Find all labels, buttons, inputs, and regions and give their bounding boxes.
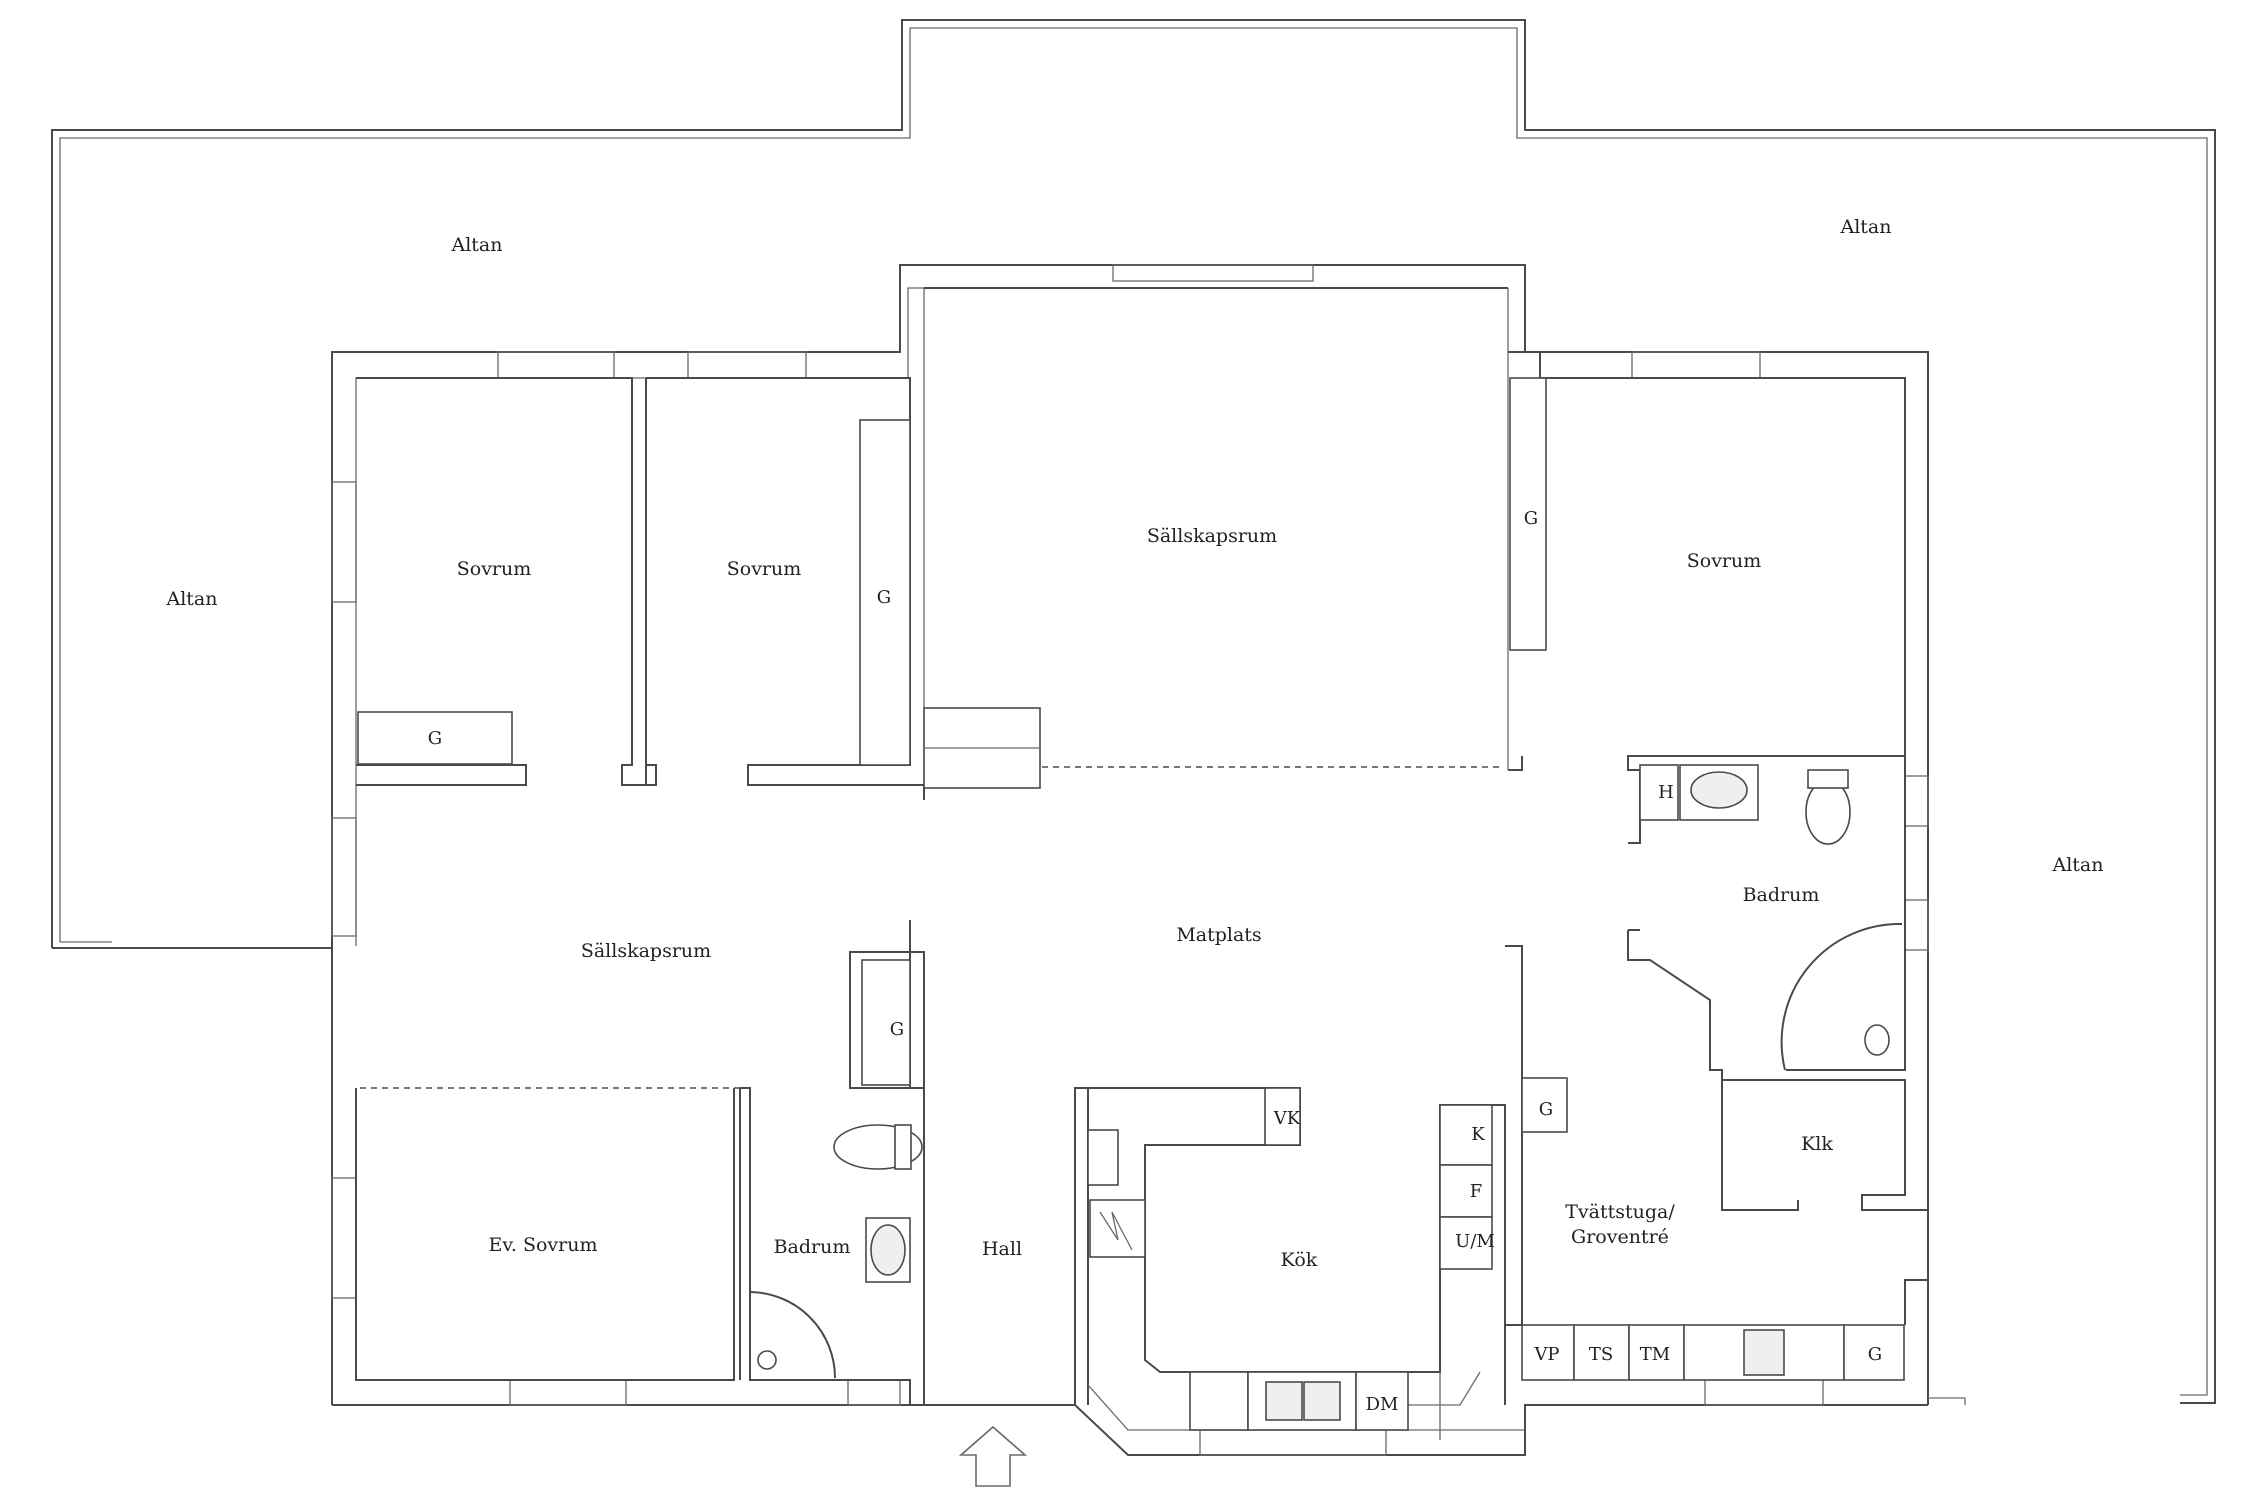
closet-bedroom-1 — [357, 711, 513, 765]
closet-laundry — [1521, 1077, 1568, 1133]
sallskapsrum-left-label: Sällskapsrum — [581, 940, 711, 962]
ts-label: TS — [1589, 1344, 1613, 1365]
vk-label: VK — [1273, 1108, 1301, 1129]
g-bottom-label: G — [1868, 1344, 1882, 1365]
entrance-arrow — [958, 1425, 1028, 1487]
oven — [1439, 1216, 1493, 1270]
altan-top-left-label: Altan — [451, 234, 503, 256]
k-label: K — [1471, 1124, 1485, 1145]
dishwasher — [1355, 1371, 1409, 1431]
g-sovrum1-label: G — [428, 728, 442, 749]
laundry-closet — [1843, 1324, 1905, 1381]
g-hall-label: G — [890, 1019, 904, 1040]
tm-label: TM — [1640, 1344, 1670, 1365]
altan-top-right-label: Altan — [1840, 216, 1892, 238]
g-sovrum2-label: G — [877, 587, 891, 608]
um-label: U/M — [1455, 1231, 1495, 1252]
dm-label: DM — [1366, 1394, 1399, 1415]
heat-pump — [1521, 1324, 1575, 1381]
freezer — [1439, 1164, 1493, 1218]
f-label: F — [1470, 1181, 1483, 1202]
fixtures — [357, 377, 1905, 1431]
stove — [1089, 1199, 1146, 1258]
sallskapsrum-top-label: Sällskapsrum — [1147, 525, 1277, 547]
ev-sovrum-label: Ev. Sovrum — [489, 1234, 598, 1256]
closet-bedroom-3 — [1509, 377, 1547, 651]
sovrum-1-label: Sovrum — [457, 558, 532, 580]
toilet-right — [1805, 779, 1851, 845]
altan-right-label: Altan — [2052, 854, 2104, 876]
h-label: H — [1658, 782, 1674, 803]
interior-walls — [355, 287, 1928, 1440]
g-tvatt-label: G — [1539, 1099, 1553, 1120]
altan-left-label: Altan — [166, 588, 218, 610]
closet-hall — [861, 959, 911, 1086]
klk-label: Klk — [1801, 1133, 1833, 1155]
room-labels: Altan Altan Altan Altan Sovrum Sovrum Sä… — [166, 216, 2104, 1271]
g-sovrum3-label: G — [1524, 508, 1538, 529]
hall-label: Hall — [982, 1238, 1022, 1260]
badrum-right-label: Badrum — [1743, 884, 1820, 906]
heater-cabinet — [1639, 764, 1679, 821]
sovrum-2-label: Sovrum — [727, 558, 802, 580]
fixture-labels: G G G G G G H VK K F U/M DM VP TS TM — [428, 508, 1882, 1415]
tvattstuga-label: Tvättstuga/ — [1565, 1201, 1675, 1223]
kitchen-cabinet — [1087, 1129, 1119, 1186]
vp-label: VP — [1533, 1344, 1559, 1365]
washing-unit — [1264, 1087, 1301, 1146]
closet-bedroom-2 — [859, 419, 911, 766]
kok-label: Kök — [1281, 1249, 1318, 1271]
sovrum-3-label: Sovrum — [1687, 550, 1762, 572]
terrace-outline — [51, 19, 2216, 1404]
badrum-left-label: Badrum — [774, 1236, 851, 1258]
washer — [1628, 1324, 1685, 1381]
dryer — [1573, 1324, 1630, 1381]
exterior-walls — [331, 264, 1966, 1456]
matplats-label: Matplats — [1176, 924, 1261, 946]
groventre-label: Groventré — [1571, 1226, 1669, 1248]
